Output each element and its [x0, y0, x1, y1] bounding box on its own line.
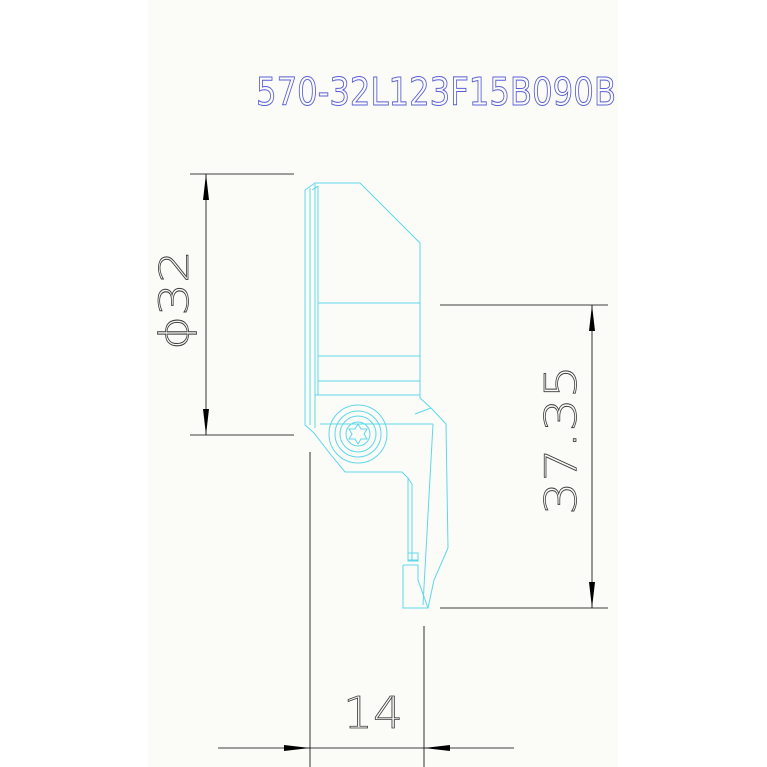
clamp-screw	[328, 404, 388, 464]
diameter-label: ϕ32	[152, 250, 198, 350]
drawing-sheet	[148, 0, 618, 767]
height-label: 37.35	[536, 365, 587, 515]
width-dimension: 14	[218, 452, 514, 767]
width-label: 14	[343, 688, 403, 739]
tool-holder-outline	[304, 182, 449, 609]
height-dimension: 37.35	[440, 304, 608, 609]
part-number-title: 570-32L123F15B090B	[256, 70, 616, 114]
diameter-dimension: ϕ32	[152, 173, 294, 436]
